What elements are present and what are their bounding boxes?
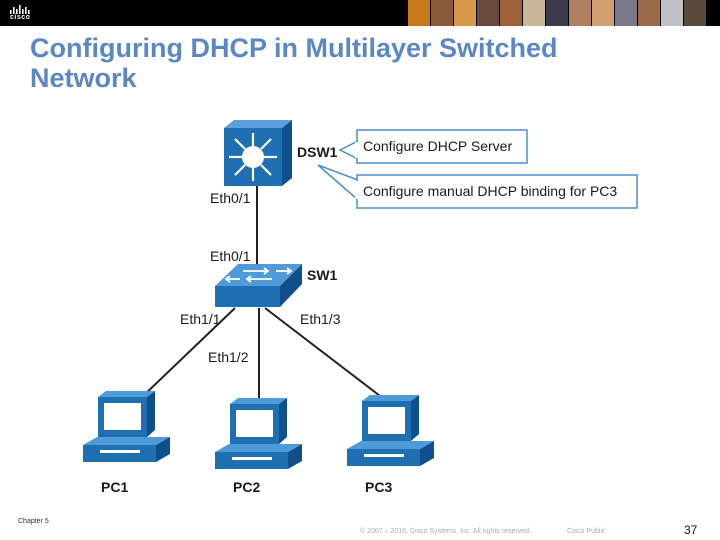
sw-port-2-label: Eth1/2 [208,349,249,365]
callout-manual-binding: Configure manual DHCP binding for PC3 [317,164,638,209]
link-sw-pc1 [141,307,236,398]
photo [615,0,637,26]
header-bar: cisco [0,0,720,26]
photo [500,0,522,26]
photo [523,0,545,26]
pc3-label: PC3 [365,479,392,495]
pc1-icon [83,391,170,462]
sw-port-1-label: Eth1/1 [180,311,221,327]
callout-dhcp-server: Configure DHCP Server [338,129,528,164]
cisco-logo-icon [10,5,30,14]
photo [569,0,591,26]
logo-text: cisco [10,14,31,21]
sw-port-3-label: Eth1/3 [300,311,341,327]
pc2-label: PC2 [233,479,260,495]
sw-label: SW1 [307,267,338,283]
multilayer-switch-icon [224,120,292,186]
photo [684,0,706,26]
photo [638,0,660,26]
callout-text: Configure DHCP Server [363,138,512,154]
pc2-icon [215,398,302,469]
photo-strip [408,0,707,26]
photo [592,0,614,26]
link-sw-pc3 [264,307,385,400]
photo [431,0,453,26]
pc1-label: PC1 [101,479,128,495]
dsw-port-label: Eth0/1 [210,190,251,206]
classification: Cisco Public [567,528,606,535]
slide-title: Configuring DHCP in Multilayer Switched … [30,33,558,93]
page-number: 37 [684,523,698,537]
callout-text: Configure manual DHCP binding for PC3 [363,183,617,199]
photo [454,0,476,26]
photo [546,0,568,26]
pc3-icon [347,395,434,466]
photo [661,0,683,26]
chapter-label: Chapter 5 [18,518,49,525]
sw-uplink-port-label: Eth0/1 [210,248,251,264]
switch-icon [215,264,302,307]
copyright: © 2007 – 2016, Cisco Systems, Inc. All r… [360,528,531,535]
dsw-label: DSW1 [297,144,338,160]
photo [477,0,499,26]
photo [408,0,430,26]
